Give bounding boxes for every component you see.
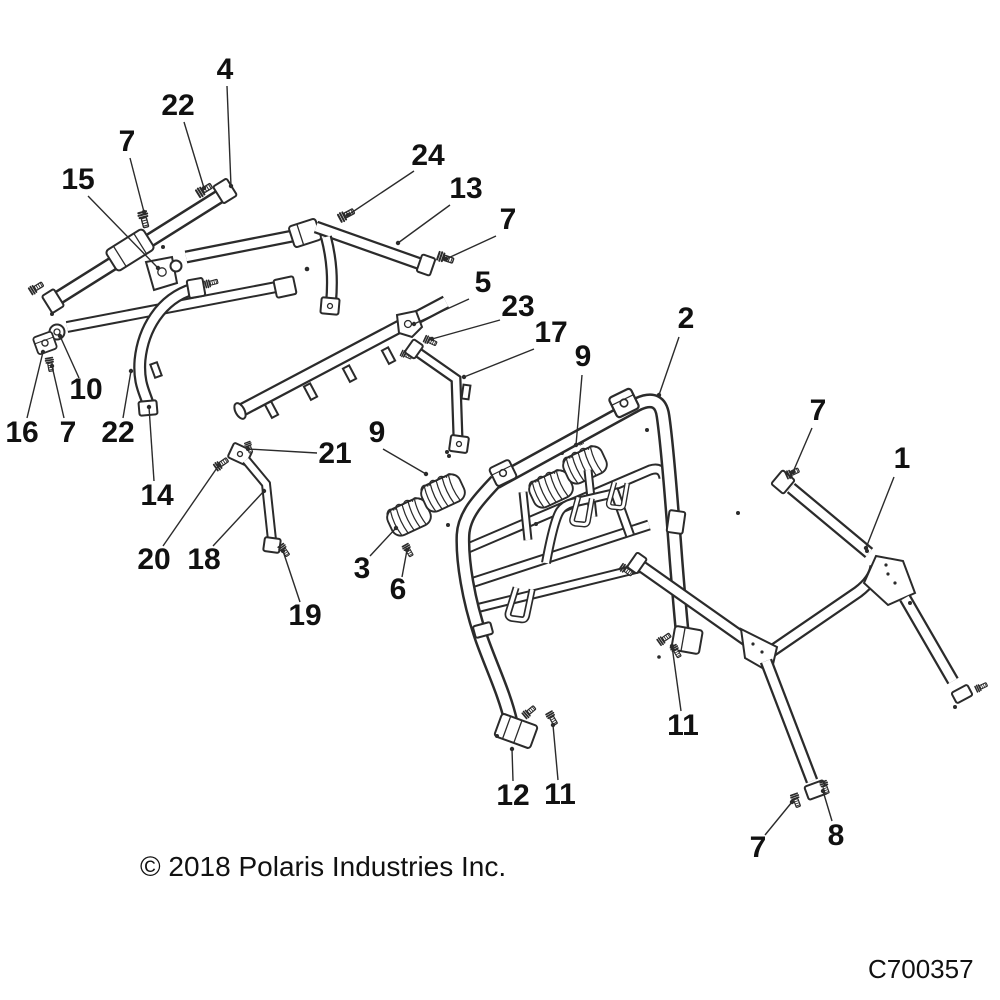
- copyright-text: © 2018 Polaris Industries Inc.: [140, 851, 506, 882]
- callout-label: 3: [354, 552, 371, 585]
- callout-label: 10: [69, 373, 102, 406]
- callout-label: 15: [61, 163, 94, 196]
- callout-label: 9: [575, 340, 592, 373]
- roof-rail-assembly: [184, 206, 456, 316]
- callout-label: 13: [449, 172, 482, 205]
- hook-icon: [507, 585, 533, 621]
- main-cage: [446, 386, 704, 749]
- part-code-text: C700357: [868, 954, 974, 984]
- callout-label: 22: [161, 89, 194, 122]
- callout-label: 2: [678, 302, 695, 335]
- callout-label: 17: [534, 316, 567, 349]
- callout-label: 7: [810, 394, 827, 427]
- callout-label: 24: [411, 139, 445, 172]
- callout-label: 20: [137, 543, 170, 576]
- callout-label: 19: [288, 599, 321, 632]
- clamp-15: [144, 255, 179, 292]
- callout-label: 5: [475, 266, 492, 299]
- knuckle-gusset: [862, 554, 917, 607]
- cab-frame-artwork: [27, 178, 989, 809]
- bolt-icon: [656, 630, 673, 647]
- callout-label: 7: [119, 125, 136, 158]
- callout-label: 16: [5, 416, 38, 449]
- bolt-icon: [27, 279, 46, 296]
- support-strut-17: [404, 338, 472, 458]
- callout-label: 14: [140, 479, 174, 512]
- callout-labels: 4 22 7 15 24 13 7 5 23 17 9 2 7 1 16 7 1…: [5, 53, 910, 864]
- support-strut-18: [212, 440, 292, 559]
- callout-label: 18: [187, 543, 220, 576]
- callout-label: 11: [667, 709, 699, 742]
- callout-label: 12: [496, 779, 529, 812]
- front-upper-bar-assembly: [27, 178, 238, 316]
- bolt-icon: [521, 703, 538, 720]
- callout-label: 22: [101, 416, 134, 449]
- clamp-5: [395, 309, 424, 339]
- callout-label: 23: [501, 290, 534, 323]
- cage-foot-right: [670, 625, 704, 655]
- callout-label: 6: [390, 573, 407, 606]
- callout-label: 11: [544, 778, 576, 811]
- callout-label: 21: [318, 437, 351, 470]
- bolt-icon: [203, 276, 220, 289]
- callout-label: 7: [60, 416, 77, 449]
- rear-brace-assembly: [618, 465, 989, 809]
- leader-lines: [26, 85, 895, 836]
- front-left-tube: [133, 276, 220, 417]
- callout-label: 9: [369, 416, 386, 449]
- front-lower-bar: [31, 245, 298, 373]
- callout-label: 7: [750, 831, 767, 864]
- crossbar-5: [233, 295, 450, 420]
- callout-label: 8: [828, 819, 845, 852]
- bolt-icon: [422, 334, 439, 348]
- callout-label: 7: [500, 203, 517, 236]
- bolt-icon: [974, 680, 989, 694]
- cage-foot-left: [493, 713, 539, 749]
- callout-label: 1: [894, 442, 911, 475]
- callout-label: 4: [217, 53, 234, 86]
